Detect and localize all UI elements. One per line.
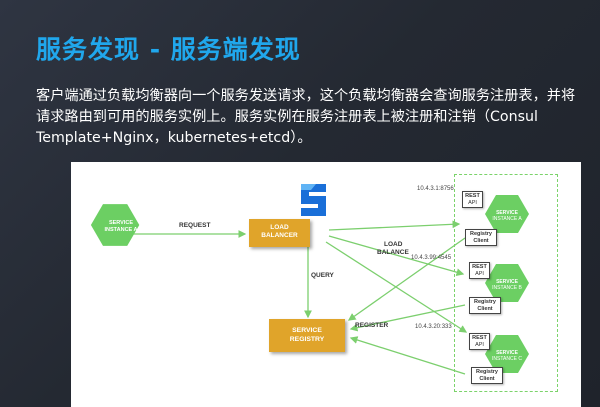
- load-balance-label-2: BALANCE: [377, 249, 409, 256]
- register-arrow-a: [347, 237, 466, 321]
- instance-a-rest-api: REST API: [462, 191, 483, 208]
- instance-c-rest-api: REST API: [469, 333, 490, 350]
- instance-b-rest-api: REST API: [469, 262, 490, 279]
- client-hex-line-2: INSTANCE A: [104, 227, 138, 233]
- instance-a-line-1: SERVICE: [496, 210, 518, 216]
- instance-b-line-2: INSTANCE B: [492, 285, 522, 291]
- load-balancer-box: LOAD BALANCER: [249, 219, 310, 247]
- instance-a-hexagon: [485, 195, 529, 233]
- register-arrow-c: [349, 336, 466, 375]
- instance-b-client-label: Client: [477, 305, 493, 312]
- client-hexagon: [90, 204, 140, 246]
- instance-c-rest-label: REST: [472, 335, 487, 341]
- load-balance-arrow-a: [328, 220, 461, 231]
- instance-c-client-label: Client: [479, 375, 495, 382]
- instance-b-registry-client: Registry Client: [469, 297, 501, 314]
- instance-b-ip: 10.4.3.99:4545: [411, 255, 452, 261]
- load-balancer-line-1: LOAD: [270, 224, 289, 231]
- description-text: 客户端通过负载均衡器向一个服务发送请求，这个负载均衡器会查询服务注册表，并将 请…: [36, 86, 596, 149]
- description-line-1: 客户端通过负载均衡器向一个服务发送请求，这个负载均衡器会查询服务注册表，并将: [36, 88, 576, 104]
- instance-a-client-label: Client: [473, 237, 489, 244]
- instance-c-line-1: SERVICE: [496, 350, 518, 356]
- instance-c-api-label: API: [475, 341, 484, 348]
- service-registry-box: SERVICE REGISTRY: [269, 319, 345, 352]
- instance-a-registry-label: Registry: [469, 231, 492, 237]
- registry-line-1: SERVICE: [292, 327, 322, 334]
- instances-container: [454, 174, 558, 392]
- load-balance-label-1: LOAD: [384, 241, 403, 248]
- instance-b-hexagon: [485, 264, 529, 302]
- instance-a-rest-label: REST: [465, 193, 480, 199]
- instance-b-api-label: API: [475, 270, 484, 277]
- instance-a-ip: 10.4.3.1:8756: [417, 186, 454, 192]
- query-label: QUERY: [311, 272, 334, 279]
- registry-line-2: REGISTRY: [289, 335, 325, 343]
- load-balance-arrow-b: [328, 235, 465, 276]
- s-logo-icon: [301, 184, 326, 216]
- instance-a-registry-client: Registry Client: [465, 229, 497, 246]
- diagram-connectors: [90, 184, 529, 375]
- instance-b-registry-label: Registry: [473, 299, 496, 305]
- server-side-discovery-diagram: SERVICE INSTANCE A LOAD BALANCER SERVICE…: [71, 162, 581, 407]
- description-line-3: Template+Nginx，kubernetes+etcd）。: [36, 130, 312, 146]
- instance-c-line-2: INSTANCE C: [492, 356, 522, 362]
- instance-a-api-label: API: [468, 199, 477, 206]
- instance-b-rest-label: REST: [472, 264, 487, 270]
- instance-c-ip: 10.4.3.20:333: [415, 324, 452, 330]
- description-line-2: 请求路由到可用的服务实例上。服务实例在服务注册表上被注册和注销（Consul: [36, 109, 538, 125]
- request-label: REQUEST: [179, 222, 211, 229]
- instance-a-line-2: INSTANCE A: [492, 216, 522, 222]
- instance-c-hexagon: [485, 335, 529, 373]
- register-label: REGISTER: [355, 322, 389, 329]
- instance-c-registry-label: Registry: [475, 369, 498, 375]
- slide-title: 服务发现 - 服务端发现: [36, 35, 301, 64]
- client-hex-line-1: SERVICE: [108, 220, 134, 226]
- load-balancer-line-2: BALANCER: [261, 232, 298, 239]
- register-arrow-b: [349, 304, 466, 332]
- instance-b-line-1: SERVICE: [496, 279, 518, 285]
- instance-c-registry-client: Registry Client: [471, 367, 503, 384]
